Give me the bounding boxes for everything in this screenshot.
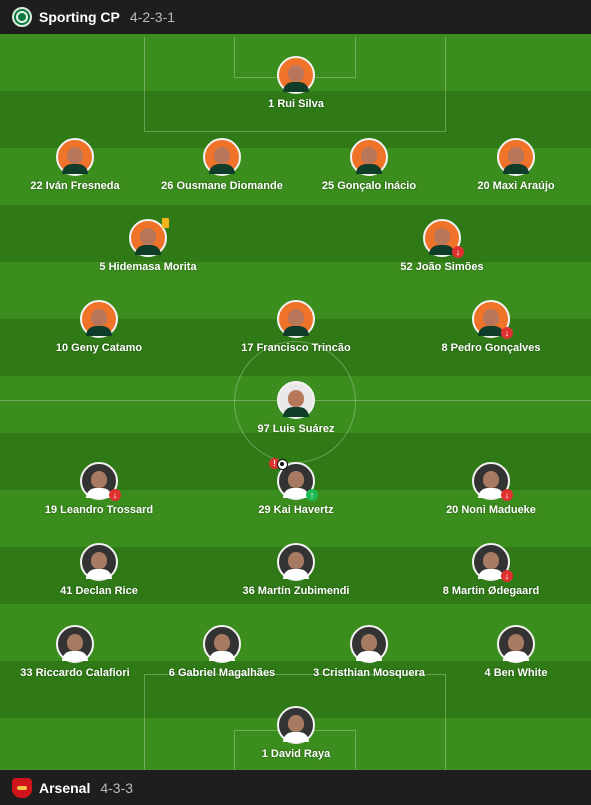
player-away-cristhian-mosquera[interactable]: 3 Cristhian Mosquera (284, 625, 454, 679)
player-label: 19 Leandro Trossard (44, 504, 154, 516)
player-away-martin-odegaard[interactable]: ↓ 8 Martin Ødegaard (406, 543, 576, 597)
substitution-off-icon: ↓ (109, 489, 121, 501)
player-label: 41 Declan Rice (60, 585, 138, 597)
substitution-off-icon: ↓ (501, 489, 513, 501)
player-label: 4 Ben White (484, 667, 548, 679)
player-home-goncalo-inacio[interactable]: 25 Gonçalo Inácio (284, 138, 454, 192)
player-away-noni-madueke[interactable]: ↓ 20 Noni Madueke (406, 462, 576, 516)
player-home-hidemasa-morita[interactable]: 5 Hidemasa Morita (63, 218, 233, 273)
player-avatar (80, 300, 118, 338)
player-home-ousmane-diomande[interactable]: 26 Ousmane Diomande (137, 138, 307, 192)
player-home-luis-suarez[interactable]: 97 Luis Suárez (211, 381, 381, 435)
player-avatar (277, 300, 315, 338)
player-label: 22 Iván Fresneda (30, 180, 120, 192)
player-avatar (277, 543, 315, 581)
home-formation: 4-2-3-1 (129, 9, 176, 25)
player-avatar: ↓ (472, 543, 513, 582)
player-home-geny-catamo[interactable]: 10 Geny Catamo (14, 300, 184, 354)
player-home-pedro-goncalves[interactable]: ↓ 8 Pedro Gonçalves (406, 300, 576, 354)
player-avatar: ↓ (472, 300, 513, 339)
pitch: 1 Rui Silva 22 Iván Fresneda 26 Ousmane … (0, 34, 591, 770)
sporting-crest-icon (12, 7, 32, 27)
player-avatar (203, 625, 241, 663)
player-avatar: ↓ (472, 462, 513, 501)
player-label: 10 Geny Catamo (55, 342, 143, 354)
player-label: 26 Ousmane Diomande (161, 180, 283, 192)
player-avatar: ! ↑ (269, 458, 318, 501)
bottom-penalty-box (144, 674, 446, 770)
player-avatar (56, 625, 94, 663)
substitution-on-icon: ↑ (306, 489, 318, 501)
player-avatar (350, 625, 388, 663)
player-away-gabriel-magalhaes[interactable]: 6 Gabriel Magalhães (137, 625, 307, 679)
player-label: 20 Noni Madueke (446, 504, 536, 516)
player-avatar (277, 56, 315, 94)
player-avatar (350, 138, 388, 176)
player-label: 33 Riccardo Calafiori (20, 667, 130, 679)
arsenal-crest-icon (12, 777, 32, 798)
home-team-header[interactable]: Sporting CP 4-2-3-1 (0, 0, 591, 34)
player-away-leandro-trossard[interactable]: ↓ 19 Leandro Trossard (14, 462, 184, 516)
player-label: 1 Rui Silva (268, 98, 324, 110)
player-away-martin-zubimendi[interactable]: 36 Martín Zubimendi (211, 543, 381, 597)
home-team-name: Sporting CP (39, 9, 120, 25)
player-label: 97 Luis Suárez (257, 423, 335, 435)
top-penalty-box (144, 37, 446, 132)
player-avatar (80, 543, 118, 581)
away-team-name: Arsenal (39, 779, 91, 796)
player-away-declan-rice[interactable]: 41 Declan Rice (14, 543, 184, 597)
player-avatar (497, 625, 535, 663)
player-avatar (203, 138, 241, 176)
player-avatar: ↓ (423, 219, 464, 258)
player-avatar (129, 218, 169, 257)
substitution-off-icon: ↓ (501, 570, 513, 582)
substitution-off-icon: ↓ (501, 327, 513, 339)
player-avatar (56, 138, 94, 176)
player-avatar (277, 381, 315, 419)
player-avatar: ↓ (80, 462, 121, 501)
player-label: 8 Pedro Gonçalves (441, 342, 541, 354)
player-label: 25 Gonçalo Inácio (321, 180, 417, 192)
player-label: 6 Gabriel Magalhães (168, 667, 276, 679)
player-home-francisco-trincao[interactable]: 17 Francisco Trincão (211, 300, 381, 354)
player-label: 36 Martín Zubimendi (242, 585, 350, 597)
player-away-david-raya[interactable]: 1 David Raya (211, 706, 381, 760)
player-away-ben-white[interactable]: 4 Ben White (431, 625, 591, 679)
player-label: 8 Martin Ødegaard (442, 585, 540, 597)
player-home-maxi-araujo[interactable]: 20 Maxi Araújo (431, 138, 591, 192)
player-away-riccardo-calafiori[interactable]: 33 Riccardo Calafiori (0, 625, 160, 679)
player-home-joao-simoes[interactable]: ↓ 52 João Simões (357, 219, 527, 273)
player-label: 20 Maxi Araújo (477, 180, 555, 192)
goal-ball-icon (277, 459, 288, 470)
player-label: 29 Kai Havertz (258, 504, 334, 516)
alert-icon: ! (269, 458, 280, 469)
player-label: 3 Cristhian Mosquera (313, 667, 425, 679)
player-avatar (277, 706, 315, 744)
player-label: 5 Hidemasa Morita (99, 261, 197, 273)
player-avatar (497, 138, 535, 176)
substitution-off-icon: ↓ (452, 246, 464, 258)
player-home-rui-silva[interactable]: 1 Rui Silva (211, 56, 381, 110)
player-away-kai-havertz[interactable]: ! ↑ 29 Kai Havertz (211, 458, 381, 516)
player-label: 17 Francisco Trincão (241, 342, 351, 354)
away-team-header[interactable]: Arsenal 4-3-3 (0, 770, 591, 805)
away-formation: 4-3-3 (100, 779, 134, 796)
player-label: 52 João Simões (400, 261, 484, 273)
player-label: 1 David Raya (261, 748, 331, 760)
player-home-ivan-fresneda[interactable]: 22 Iván Fresneda (0, 138, 160, 192)
yellow-card-icon (162, 218, 169, 228)
